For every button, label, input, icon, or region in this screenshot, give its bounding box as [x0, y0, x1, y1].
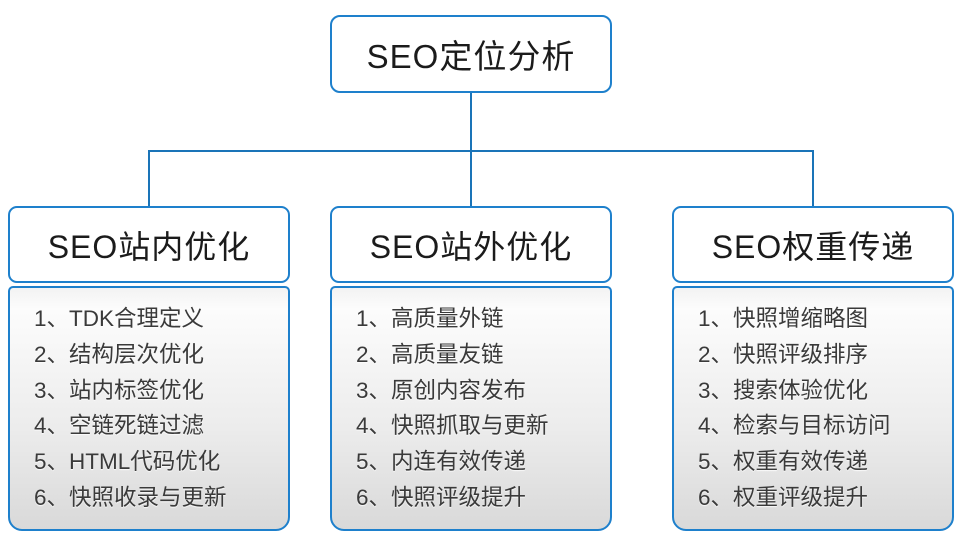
- column-header-offsite: SEO站外优化: [330, 206, 612, 283]
- column-offsite: SEO站外优化 1、高质量外链 2、高质量友链 3、原创内容发布 4、快照抓取与…: [330, 206, 612, 531]
- list-item: 3、站内标签优化: [34, 377, 205, 403]
- column-weight: SEO权重传递 1、快照增缩略图 2、快照评级排序 3、搜索体验优化 4、检索与…: [672, 206, 954, 531]
- list-item: 6、快照评级提升: [356, 484, 527, 510]
- column-header-onsite: SEO站内优化: [8, 206, 290, 283]
- list-item: 4、检索与目标访问: [698, 413, 891, 439]
- column-panel-weight: 1、快照增缩略图 2、快照评级排序 3、搜索体验优化 4、检索与目标访问 5、权…: [672, 286, 954, 531]
- list-item: 4、快照抓取与更新: [356, 413, 549, 439]
- connector-drop-left: [148, 151, 150, 207]
- list-item: 3、搜索体验优化: [698, 377, 869, 403]
- list-item: 4、空链死链过滤: [34, 413, 205, 439]
- column-title: SEO站内优化: [47, 228, 251, 265]
- root-title: SEO定位分析: [366, 38, 576, 75]
- column-onsite: SEO站内优化 1、TDK合理定义 2、结构层次优化 3、站内标签优化 4、空链…: [8, 206, 290, 531]
- list-item: 1、高质量外链: [356, 306, 504, 331]
- connector-root-vertical: [470, 93, 472, 152]
- root-node: SEO定位分析: [330, 15, 612, 93]
- list-item: 1、快照增缩略图: [698, 306, 869, 331]
- list-item: 5、HTML代码优化: [34, 449, 221, 475]
- list-item: 5、内连有效传递: [356, 449, 527, 475]
- column-panel-onsite: 1、TDK合理定义 2、结构层次优化 3、站内标签优化 4、空链死链过滤 5、H…: [8, 286, 290, 531]
- list-item: 2、高质量友链: [356, 341, 504, 367]
- list-item: 6、权重评级提升: [698, 484, 869, 510]
- list-item: 2、快照评级排序: [698, 341, 869, 367]
- list-item: 5、权重有效传递: [698, 449, 869, 475]
- column-header-weight: SEO权重传递: [672, 206, 954, 283]
- column-title: SEO权重传递: [711, 228, 915, 265]
- connector-horizontal: [148, 150, 814, 152]
- list-item: 6、快照收录与更新: [34, 484, 227, 510]
- column-title: SEO站外优化: [369, 228, 573, 265]
- column-panel-offsite: 1、高质量外链 2、高质量友链 3、原创内容发布 4、快照抓取与更新 5、内连有…: [330, 286, 612, 531]
- list-item: 1、TDK合理定义: [34, 306, 205, 331]
- list-item: 3、原创内容发布: [356, 377, 527, 403]
- connector-drop-middle: [470, 151, 472, 207]
- list-item: 2、结构层次优化: [34, 341, 205, 367]
- connector-drop-right: [812, 151, 814, 207]
